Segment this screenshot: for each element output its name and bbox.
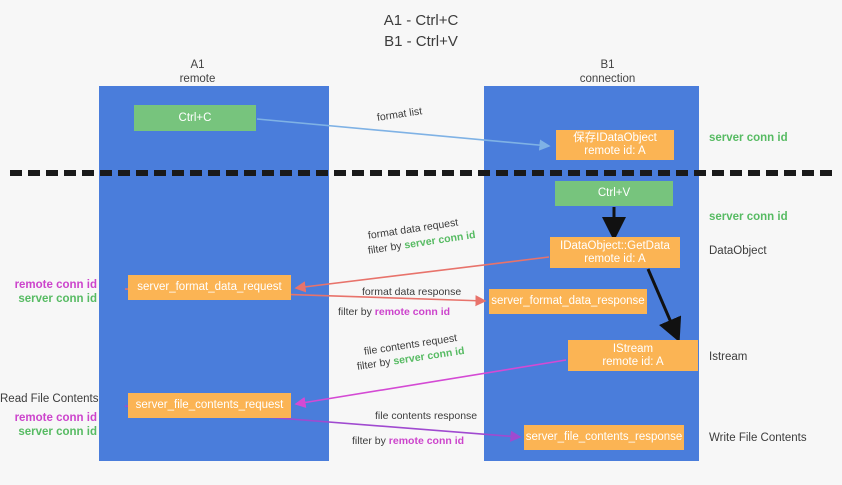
box-server-format-data-response[interactable]: server_format_data_response [489, 289, 647, 314]
label-istream: Istream [709, 351, 748, 363]
label-conn-ids-file: remote conn id server conn id [0, 411, 97, 439]
column-header-a1-name: A1 [190, 59, 205, 71]
filter-prefix: filter by [338, 306, 375, 318]
column-header-b1: B1 connection [540, 58, 675, 86]
edge-label-format-data-response-filter: filter by remote conn id [338, 305, 450, 320]
box-getdata-line-1: IDataObject::GetData [560, 239, 670, 252]
box-ctrl-v[interactable]: Ctrl+V [555, 181, 673, 206]
box-server-file-contents-request[interactable]: server_file_contents_request [128, 393, 291, 418]
box-server-format-data-request[interactable]: server_format_data_request [128, 275, 291, 300]
box-ctrl-c[interactable]: Ctrl+C [134, 105, 256, 131]
title-line-1: A1 - Ctrl+C [383, 12, 459, 29]
box-server-file-contents-response-label: server_file_contents_response [525, 431, 683, 443]
filter-prefix: filter by [367, 239, 406, 257]
label-server-conn-id-2: server conn id [18, 426, 97, 438]
column-header-b1-name: B1 [600, 59, 615, 71]
label-remote-conn-id-1: remote conn id [14, 279, 97, 291]
filter-value-remote-conn-id: remote conn id [374, 306, 451, 318]
edge-label-file-contents-response-filter: filter by remote conn id [352, 434, 464, 449]
filter-prefix: filter by [352, 435, 389, 447]
label-server-conn-id-1: server conn id [18, 293, 97, 305]
column-header-a1: A1 remote [130, 58, 265, 86]
label-server-conn-id-top: server conn id [709, 132, 788, 144]
box-server-format-data-response-label: server_format_data_response [491, 295, 645, 307]
box-idataobject-getdata[interactable]: IDataObject::GetData remote id: A [550, 237, 680, 268]
box-ctrl-v-label: Ctrl+V [597, 187, 631, 199]
filter-prefix: filter by [356, 355, 395, 373]
box-ctrl-c-label: Ctrl+C [178, 111, 212, 124]
box-getdata-line-2: remote id: A [584, 252, 646, 265]
label-write-file-contents: Write File Contents [709, 432, 807, 444]
label-server-conn-id-mid: server conn id [709, 211, 788, 223]
column-header-b1-role: connection [579, 73, 636, 85]
page-title: A1 - Ctrl+C B1 - Ctrl+V [0, 10, 842, 52]
label-read-file-contents: Read File Contents [0, 393, 99, 405]
box-idataobject-line-2: remote id: A [584, 145, 646, 157]
column-header-a1-role: remote [179, 73, 216, 85]
edge-label-file-contents-response: file contents response [375, 410, 478, 422]
label-remote-conn-id-2: remote conn id [14, 412, 97, 424]
box-idataobject-line-1: 保存IDataObject [573, 132, 657, 144]
box-server-format-data-request-label: server_format_data_request [137, 281, 282, 293]
label-conn-ids-format: remote conn id server conn id [0, 278, 97, 306]
box-server-file-contents-request-label: server_file_contents_request [135, 399, 284, 411]
box-server-file-contents-response[interactable]: server_file_contents_response [524, 425, 684, 450]
title-line-2: B1 - Ctrl+V [384, 33, 458, 50]
box-istream-line-2: remote id: A [602, 355, 664, 368]
box-istream-line-1: IStream [612, 342, 654, 355]
dashed-divider [10, 170, 832, 176]
label-dataobject: DataObject [709, 245, 767, 257]
edge-label-format-data-response: format data response [362, 286, 462, 298]
edge-label-format-list: format list [376, 105, 423, 124]
box-idataobject[interactable]: 保存IDataObject remote id: A [556, 130, 674, 160]
filter-value-remote-conn-id: remote conn id [388, 435, 465, 447]
box-istream[interactable]: IStream remote id: A [568, 340, 698, 371]
